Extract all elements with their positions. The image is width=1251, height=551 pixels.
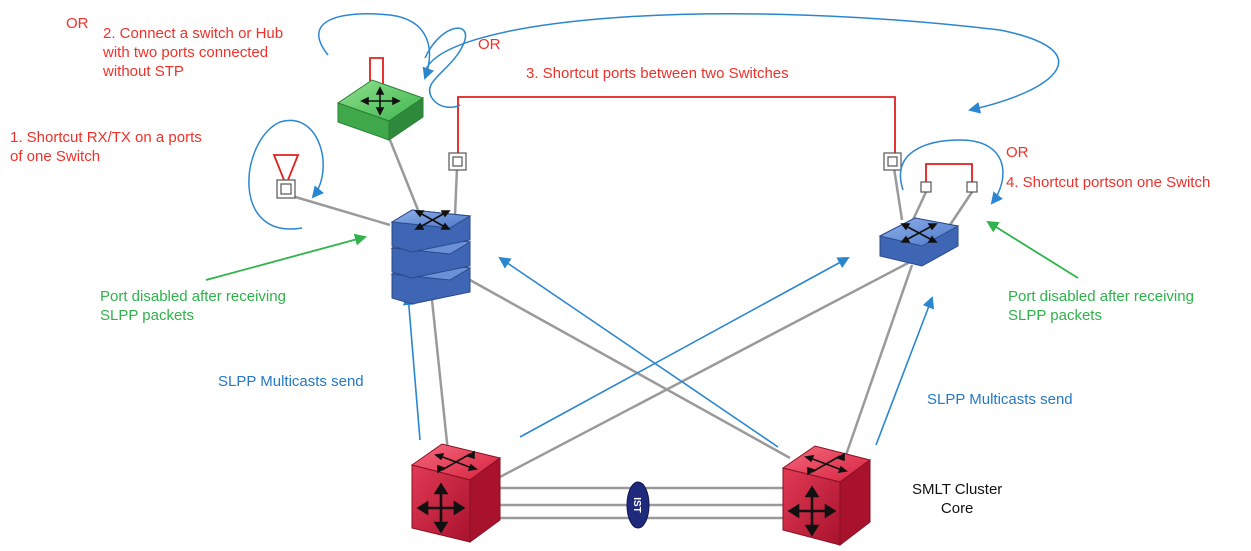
right-switch-arrows-icon [900,223,938,243]
link-core-right-to-right-switch [844,264,914,456]
loop-curve-hub [318,13,435,80]
loop-curve-rx-tx [248,119,324,230]
right-edge-switch [878,217,960,267]
core-switch-left [410,443,502,543]
link-port1-to-left-switch [291,194,391,227]
link-hub-to-left-switch [388,139,420,211]
port-disabled-label-right: Port disabled after receiving SLPP packe… [1008,288,1194,324]
link-port3l-to-left-switch [453,167,459,216]
arrow-port-disabled-right [986,220,1079,279]
hub-switch [336,79,425,141]
link-core-left-to-left-switch [430,299,450,453]
shortcut-hub-loop [369,57,384,85]
loop-curve-one-switch [899,139,1004,205]
shortcut-rx-tx [272,154,300,188]
loop-curve-top [424,13,1060,114]
blue-loop-curves [248,13,1060,230]
or-label-top-left: OR [66,15,89,32]
port-one-switch-a [920,181,932,193]
shortcut-one-switch [925,163,973,182]
core-right-front-arrows-icon [787,485,837,537]
arrow-port-disabled-left [205,233,367,281]
link-port4b-to-right-switch [946,191,974,229]
green-arrows [205,220,1079,281]
slpp-arrow-right-diag [498,256,779,448]
core-switch-right [781,445,872,547]
slpp-arrow-left-up [402,293,421,441]
slpp-arrow-right-up [875,296,935,446]
slpp-arrow-left-diag [519,257,850,438]
loop-curve-hub-back [424,27,467,109]
link-core-left-to-right-switch [497,260,911,480]
left-switch-arrows-icon [414,210,451,230]
left-edge-switch [390,209,472,305]
slpp-multicast-label-right: SLPP Multicasts send [927,391,1073,408]
link-port3r-to-right-switch [892,167,904,221]
slpp-arrows [402,256,935,448]
option-3-label: 3. Shortcut ports between two Switches [526,65,789,82]
option-4-label: 4. Shortcut portson one Switch [1006,174,1211,191]
ist-link-badge: IST [626,481,650,529]
core-left-front-arrows-icon [416,482,466,534]
ist-label: IST [631,497,642,513]
slpp-multicast-label-left: SLPP Multicasts send [218,373,364,390]
option-1-label: 1. Shortcut RX/TX on a ports of one Swit… [10,129,202,165]
shortcut-between-switches [457,96,896,155]
smlt-core-label: SMLT Cluster Core [912,481,1003,517]
port-markers [276,152,978,199]
core-left-top-arrows-icon [434,450,478,474]
or-label-right: OR [1006,144,1029,161]
port-one-switch-b [966,181,978,193]
link-port4a-to-right-switch [910,191,928,223]
port-disabled-label-left: Port disabled after receiving SLPP packe… [100,288,286,324]
core-right-top-arrows-icon [804,452,848,476]
link-core-right-to-left-switch [469,278,791,460]
hub-switch-arrows-icon [360,86,401,116]
or-label-middle: OR [478,36,501,53]
option-2-label: 2. Connect a switch or Hub with two port… [103,25,284,80]
red-shortcuts [272,57,973,188]
